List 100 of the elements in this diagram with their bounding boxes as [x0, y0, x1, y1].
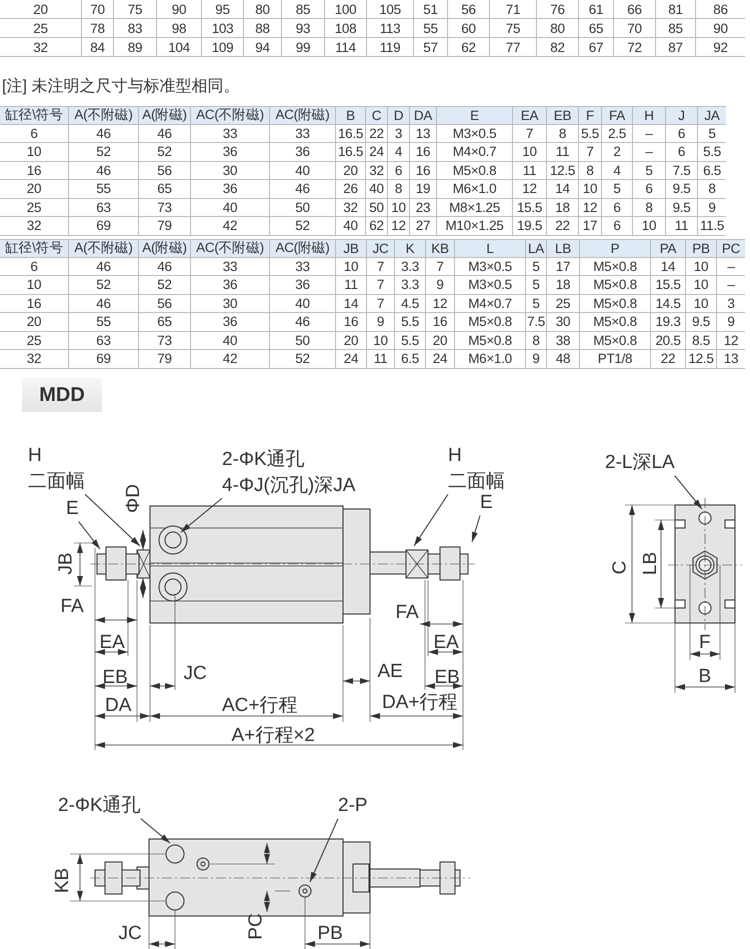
table-cell: 33: [191, 258, 270, 276]
table-cell: 22: [547, 217, 579, 236]
table-cell: 46: [270, 313, 336, 332]
table-cell: 105: [367, 0, 414, 19]
table-cell: 10: [686, 276, 717, 294]
table-cell: 5: [526, 276, 547, 294]
column-header: AC(附磁): [270, 239, 336, 258]
dimension-label: FA: [60, 596, 84, 616]
table-cell: 8: [698, 180, 726, 198]
table-cell: 20: [0, 0, 82, 19]
table-cell: 7: [367, 294, 395, 313]
table-cell: 16.5: [336, 143, 366, 162]
table-cell: 10: [336, 258, 367, 276]
table-cell: 20: [336, 162, 366, 180]
column-header: PC: [717, 239, 745, 258]
table-cell: 42: [191, 217, 270, 236]
table-cell: 70: [82, 0, 114, 19]
table-cell: 14.5: [651, 294, 686, 313]
table-cell: 40: [366, 180, 388, 198]
leader-line: [140, 818, 170, 844]
table-cell: 79: [139, 217, 191, 236]
table-cell: M5×0.8: [455, 332, 526, 350]
leader-line: [180, 498, 222, 533]
table-cell: 32: [0, 350, 69, 368]
dimension-label: AC+行程: [222, 696, 298, 714]
callout-label: 4-ΦJ(沉孔)深JA: [222, 474, 356, 498]
column-header: A(附磁): [139, 106, 191, 124]
table-cell: 65: [139, 180, 191, 198]
table-cell: 18: [547, 276, 580, 294]
table-cell: 2: [602, 143, 633, 162]
table-cell: 10: [686, 258, 717, 276]
table-cell: 10: [367, 332, 395, 350]
column-header: 缸径\符号: [0, 239, 69, 258]
column-header: LA: [526, 239, 547, 258]
column-header: A(不附磁): [69, 239, 139, 258]
table-cell: 16: [0, 294, 69, 313]
section-heading: MDD: [22, 378, 102, 412]
column-header: A(不附磁): [69, 106, 139, 124]
table-cell: M5×0.8: [455, 313, 526, 332]
leader-line: [84, 494, 140, 546]
table-cell: 16: [410, 162, 437, 180]
table-cell: 11: [666, 217, 698, 236]
dimension-label: DA: [105, 696, 132, 714]
column-header: DA: [410, 106, 437, 124]
table-cell: 32: [366, 162, 388, 180]
table-cell: 11: [513, 162, 547, 180]
table-cell: 5: [526, 294, 547, 313]
table-cell: 114: [325, 38, 367, 57]
table-cell: 19.3: [651, 313, 686, 332]
table-cell: 87: [656, 38, 696, 57]
table-cell: 5: [698, 124, 726, 143]
table-cell: M4×0.7: [437, 143, 513, 162]
table-cell: 25: [0, 19, 82, 38]
dimension-label: LB: [640, 551, 660, 575]
table-cell: 69: [69, 350, 139, 368]
column-header: AC(附磁): [270, 106, 336, 124]
table-cell: 78: [82, 19, 114, 38]
table-cell: 16: [410, 143, 437, 162]
table-cell: 5.5: [395, 313, 426, 332]
table-cell: 7: [426, 258, 455, 276]
table-cell: 69: [69, 217, 139, 236]
table-cell: 33: [191, 124, 270, 143]
table-cell: 16: [336, 313, 367, 332]
table-cell: 6: [388, 162, 410, 180]
table-cell: 52: [139, 143, 191, 162]
table-cell: M6×1.0: [437, 180, 513, 198]
table-cell: 4.5: [395, 294, 426, 313]
table-cell: 24: [366, 143, 388, 162]
note-text: [注] 未注明之尺寸与标准型相同。: [2, 79, 240, 95]
table-cell: 9.5: [666, 198, 698, 217]
table-cell: 16: [0, 162, 69, 180]
table-cell: 40: [191, 198, 270, 217]
table-cell: 46: [139, 124, 191, 143]
table-cell: 9: [367, 313, 395, 332]
table-cell: M5×0.8: [437, 162, 513, 180]
table-cell: 33: [270, 124, 336, 143]
table-cell: 7: [367, 276, 395, 294]
column-header: EA: [513, 106, 547, 124]
table-cell: 36: [191, 276, 270, 294]
table-cell: 18: [547, 198, 579, 217]
leader-line: [414, 494, 448, 546]
column-header: H: [633, 106, 666, 124]
table-cell: 20: [336, 332, 367, 350]
table-cell: 88: [244, 19, 282, 38]
table-cell: –: [633, 143, 666, 162]
table-cell: 24: [336, 350, 367, 368]
table-cell: M5×0.8: [580, 332, 651, 350]
table-cell: 19.5: [513, 217, 547, 236]
callout-label: 二面幅: [28, 470, 85, 494]
column-header: J: [666, 106, 698, 124]
column-header: B: [336, 106, 366, 124]
table-cell: 12: [717, 332, 745, 350]
table-cell: 32: [0, 217, 69, 236]
dimension-label: A+行程×2: [232, 726, 315, 744]
table-cell: 75: [114, 0, 157, 19]
table-cell: 50: [270, 198, 336, 217]
table-cell: 36: [270, 143, 336, 162]
table-cell: 11.5: [698, 217, 726, 236]
table-cell: 52: [69, 276, 139, 294]
table-cell: 79: [139, 350, 191, 368]
